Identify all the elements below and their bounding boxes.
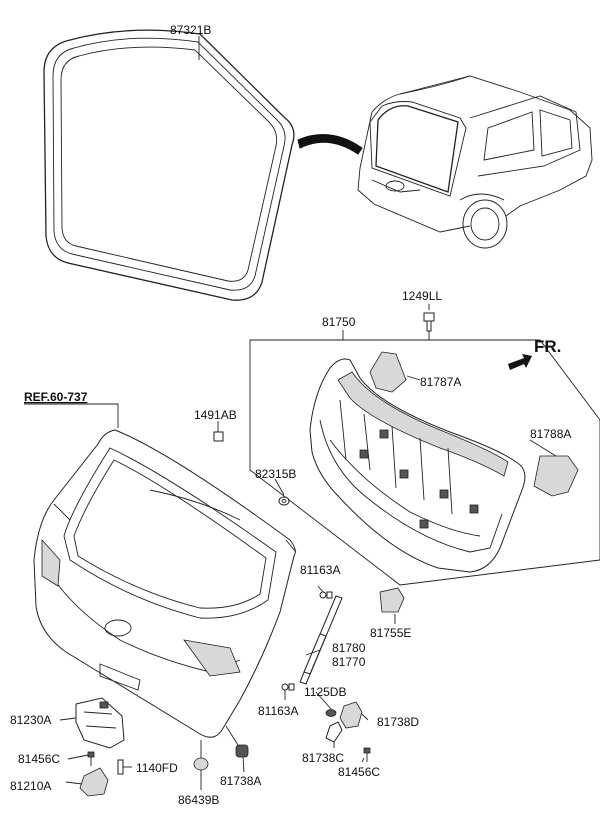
label-81210a: 81210A <box>10 779 51 793</box>
lifter-strut <box>299 595 343 685</box>
label-ref-60-737: REF.60-737 <box>24 390 88 404</box>
striker-81738c <box>325 721 343 743</box>
label-1125db: 1125DB <box>304 685 346 699</box>
label-81163a-lower: 81163A <box>258 704 298 718</box>
striker-81738d <box>339 701 363 729</box>
ball-stud-upper <box>319 591 333 599</box>
label-81770: 81770 <box>332 655 366 669</box>
label-81787a: 81787A <box>420 375 461 389</box>
label-1491ab: 1491AB <box>194 408 237 422</box>
label-81738c: 81738C <box>302 751 344 765</box>
bumper-81755e <box>379 587 405 613</box>
fastener-82315b <box>278 496 290 506</box>
bolt-1249ll <box>423 312 435 332</box>
vehicle-drawing <box>357 75 593 249</box>
label-1249ll: 1249LL <box>402 289 442 303</box>
assembly-bracket <box>249 339 600 586</box>
leader-lines <box>24 36 557 790</box>
screw-1140fd <box>117 759 124 775</box>
trim-cover-left <box>369 351 407 393</box>
label-87321b: 87321B <box>170 23 211 37</box>
bolt-81456c-left <box>87 751 95 766</box>
tailgate-trim-panel <box>309 358 526 573</box>
label-81738a: 81738A <box>220 774 261 788</box>
trim-cover-right <box>533 455 579 497</box>
weatherstrip-drawing <box>43 29 295 301</box>
label-1140fd: 1140FD <box>136 761 178 775</box>
clip-1491ab <box>213 431 224 442</box>
bolt-81456c-right <box>363 747 371 762</box>
fr-arrow <box>508 354 532 370</box>
label-81456c-left: 81456C <box>18 752 60 766</box>
tailgate-panel <box>33 429 297 738</box>
label-81755e: 81755E <box>370 626 411 640</box>
label-81738d: 81738D <box>377 715 419 729</box>
latch-actuator <box>75 697 125 749</box>
label-82315b: 82315B <box>255 467 296 481</box>
grommet-86439b <box>193 740 209 771</box>
label-fr: FR. <box>534 337 561 356</box>
pointer-arrow <box>297 134 363 155</box>
label-81456c-right: 81456C <box>338 765 380 779</box>
label-81163a-upper: 81163A <box>300 563 340 577</box>
label-81780: 81780 <box>332 641 366 655</box>
bolt-1125db <box>325 709 337 717</box>
label-81788a: 81788A <box>530 427 571 441</box>
label-81750: 81750 <box>322 315 356 329</box>
ball-stud-lower <box>281 683 295 691</box>
label-86439b: 86439B <box>178 793 219 807</box>
bumper-81738a <box>225 725 249 758</box>
latch-cover <box>79 767 109 797</box>
label-81230a: 81230A <box>10 713 51 727</box>
